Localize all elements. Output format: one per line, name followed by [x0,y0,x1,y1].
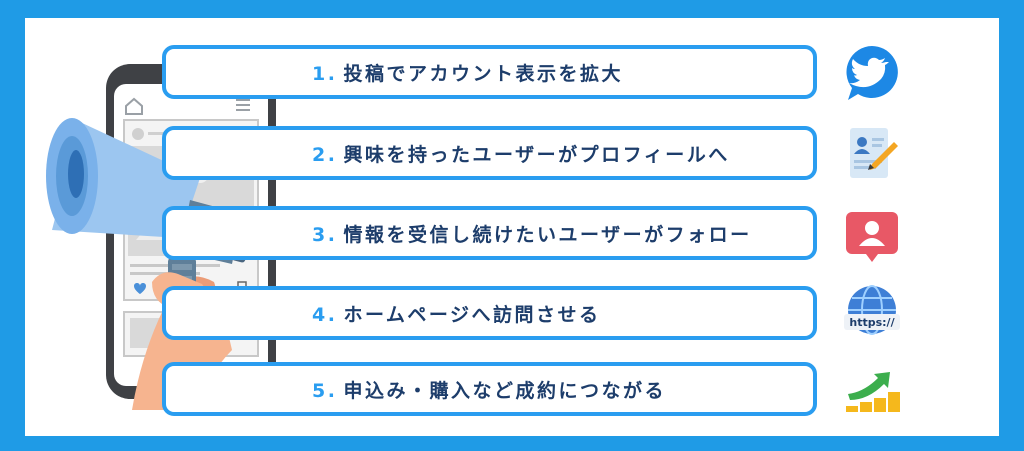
step-4-text: 4.ホームページへ訪問させる [312,300,601,327]
heart-icon [134,283,146,294]
step-2-text: 2.興味を持ったユーザーがプロフィールへ [312,140,730,167]
menu-icon [236,99,250,111]
twitter-bird-icon [842,42,902,102]
step-5-text: 5.申込み・購入など成約につながる [312,376,666,403]
step-2-number: 2. [312,144,338,166]
step-1-label: 投稿でアカウント表示を拡大 [343,63,623,85]
https-label: https:// [849,316,895,329]
globe-https-icon: https:// [842,284,902,344]
step-5-label: 申込み・購入など成約につながる [343,380,666,402]
step-3-label: 情報を受信し続けたいユーザーがフォロー [343,224,752,246]
step-5-box: 5.申込み・購入など成約につながる [162,362,817,416]
step-2-box: 2.興味を持ったユーザーがプロフィールへ [162,126,817,180]
step-1-number: 1. [312,63,338,85]
step-5-number: 5. [312,380,338,402]
growth-chart-icon [842,358,902,418]
user-follow-icon [842,206,902,266]
step-1-box: 1.投稿でアカウント表示を拡大 [162,45,817,99]
step-3-box: 3.情報を受信し続けたいユーザーがフォロー [162,206,817,260]
step-4-label: ホームページへ訪問させる [343,304,601,326]
step-2-label: 興味を持ったユーザーがプロフィールへ [343,144,730,166]
step-3-text: 3.情報を受信し続けたいユーザーがフォロー [312,220,752,247]
home-icon [125,97,143,115]
step-3-number: 3. [312,224,338,246]
step-1-text: 1.投稿でアカウント表示を拡大 [312,59,623,86]
step-4-number: 4. [312,304,338,326]
profile-document-icon [842,124,902,184]
step-4-box: 4.ホームページへ訪問させる [162,286,817,340]
